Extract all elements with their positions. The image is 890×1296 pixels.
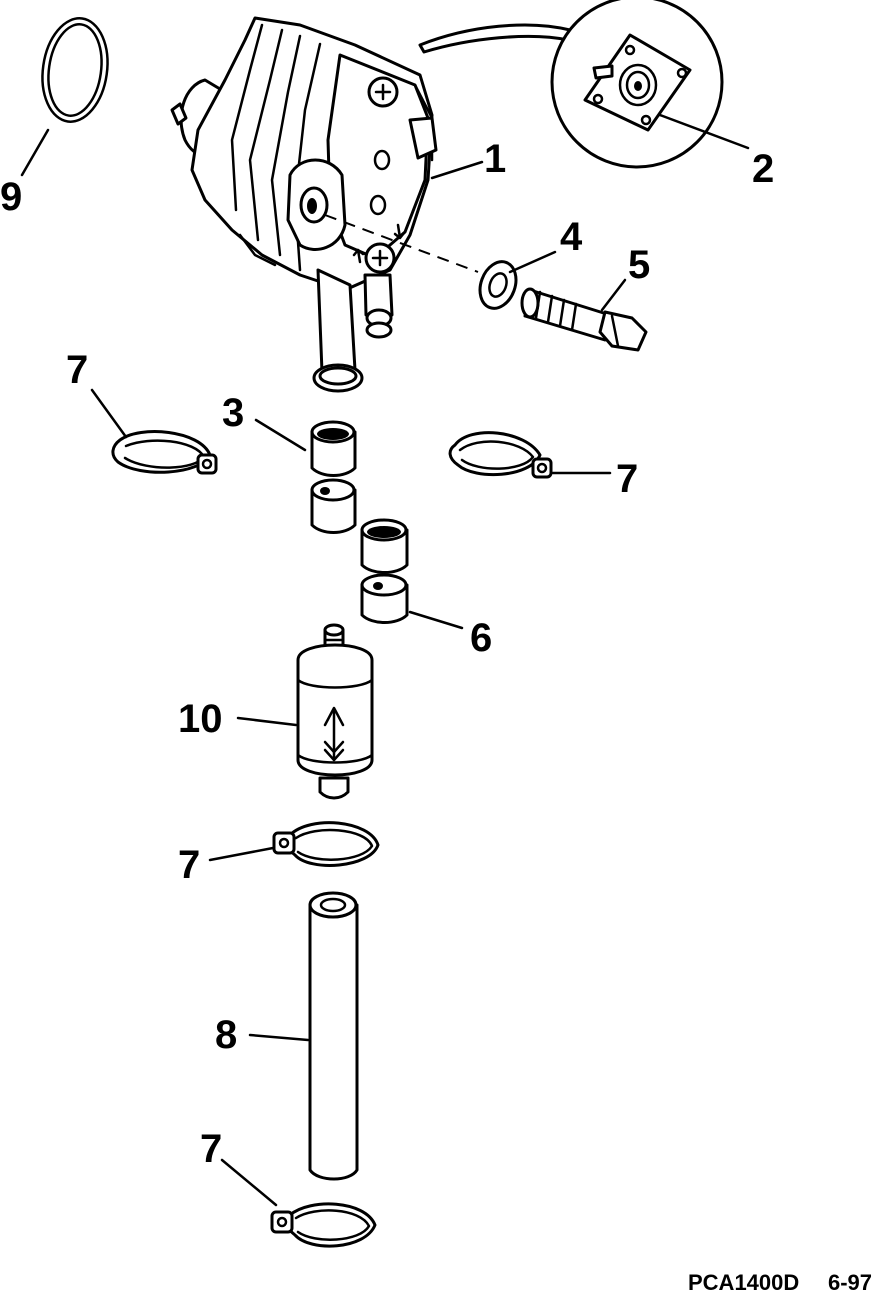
callout-2: 2 [752,147,774,191]
callout-7-lower: 7 [200,1127,222,1171]
callout-1: 1 [484,137,506,181]
clamp-part-7-upper-right [448,431,553,479]
assembly-centerline [324,214,479,273]
clamp-part-7-lower [270,1202,377,1248]
hose-part-6 [360,518,409,624]
clamp-part-7-middle [272,821,380,867]
inset-connector [418,23,572,54]
callout-7-upper-left: 7 [66,348,88,392]
o-ring-part-9 [41,17,109,123]
drawing-date: 6-97 [828,1270,872,1295]
leader-lines [20,113,750,1207]
bolt-part-5 [520,287,648,352]
callout-6: 6 [470,616,492,660]
callout-5: 5 [628,243,650,287]
callout-10: 10 [178,697,223,741]
callout-8: 8 [215,1013,237,1057]
fuel-filter-part-10 [296,623,374,800]
washer-part-4 [478,260,518,310]
clamp-part-7-upper-left [111,430,218,475]
callout-4: 4 [560,215,583,259]
drawing-code: PCA1400D [688,1270,799,1295]
callout-3: 3 [222,391,244,435]
hose-part-3 [310,420,357,534]
inset-check-valve-part-2 [550,0,724,169]
fuel-pump-part-1 [170,16,438,393]
callout-7-upper-right: 7 [616,457,638,501]
hose-part-8 [308,891,359,1181]
callout-9: 9 [0,175,22,219]
callout-7-middle: 7 [178,843,200,887]
